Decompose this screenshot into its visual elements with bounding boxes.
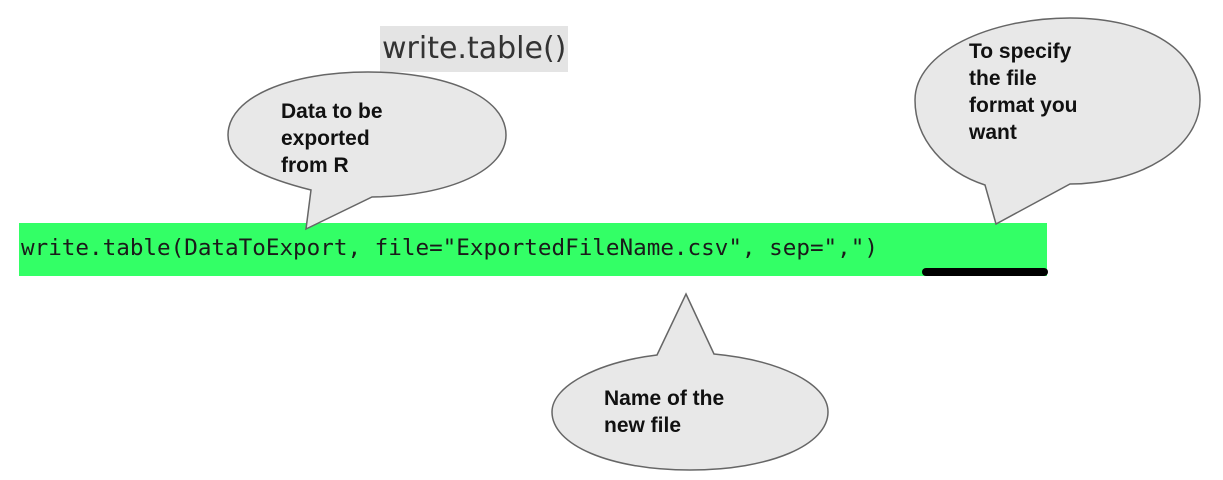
code-line: write.table(DataToExport, file="Exported…	[21, 235, 878, 261]
callout-line: the file	[969, 67, 1037, 90]
callout-text-data: Data to be exported from R	[281, 98, 383, 179]
callout-bubble-format	[914, 17, 1201, 226]
callout-line: format you	[969, 94, 1078, 117]
callout-text-format: To specify the file format you want	[969, 38, 1078, 146]
callout-line: want	[969, 121, 1017, 144]
sep-underline	[922, 268, 1048, 276]
code-highlight-bar: write.table(DataToExport, file="Exported…	[19, 223, 1047, 276]
callout-bubble-file	[551, 292, 829, 471]
callout-line: Name of the	[604, 387, 725, 410]
callout-line: exported	[281, 127, 370, 150]
callout-line: Data to be	[281, 100, 383, 123]
callout-line: To specify	[969, 40, 1072, 63]
callout-bubble-data	[227, 71, 507, 231]
callout-line: new file	[604, 414, 682, 437]
diagram-title: write.table()	[380, 26, 569, 72]
callout-text-file: Name of the new file	[604, 385, 724, 439]
callout-line: from R	[281, 154, 349, 177]
